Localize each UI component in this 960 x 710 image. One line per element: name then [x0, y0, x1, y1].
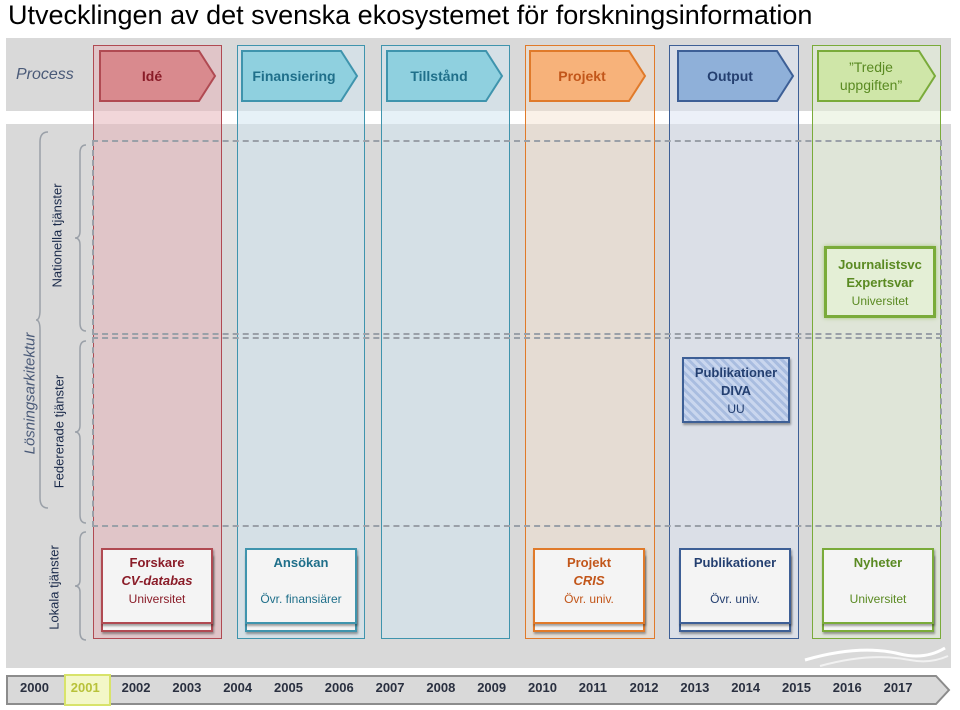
- card-content: Nyheter Universitet: [822, 554, 934, 608]
- timeline-year-2004: 2004: [223, 680, 253, 695]
- process-step-label: Idé: [141, 68, 163, 84]
- card-subtitle: [822, 572, 934, 590]
- row-label-local: Lokala tjänster: [46, 545, 62, 630]
- card-publikationer-diva: Publikationer DIVA UU: [682, 357, 790, 423]
- card-layer-front: [101, 548, 213, 624]
- card-title: Journalistsvc: [838, 257, 922, 272]
- column-tillstand: [381, 45, 510, 639]
- card-subtitle: CRIS: [573, 573, 605, 588]
- row-federated: [92, 337, 942, 527]
- card-title: Publikationer: [694, 365, 778, 380]
- card-title: Projekt: [566, 555, 612, 570]
- card-projekt-cris: Projekt CRIS Övr. univ.: [533, 548, 645, 632]
- column-projekt: [525, 45, 655, 639]
- timeline-year-2013: 2013: [680, 680, 710, 695]
- process-step-label: Finansiering: [252, 68, 336, 84]
- process-step-label: Projekt: [558, 68, 606, 84]
- timeline-highlight: [64, 674, 111, 706]
- card-layer-front: [533, 548, 645, 624]
- timeline-year-2016: 2016: [832, 680, 862, 695]
- card-subtitle: CV-databas: [121, 573, 193, 588]
- timeline-year-2008: 2008: [426, 680, 456, 695]
- card-ansokan: Ansökan Övr. finansiärer: [245, 548, 357, 632]
- process-step-label-line2: uppgiften”: [839, 77, 903, 93]
- process-label: Process: [16, 66, 74, 83]
- timeline-arrow: [6, 675, 951, 705]
- timeline-year-2015: 2015: [782, 680, 811, 695]
- brace-losningsarkitektur: [36, 131, 49, 509]
- decorative-swoosh: [804, 646, 949, 667]
- card-content: Forskare CV-databas Universitet: [101, 554, 213, 608]
- timeline-year-2002: 2002: [121, 680, 151, 695]
- arrow-shape: [241, 50, 359, 102]
- process-step-tredje-uppgiften: ”Tredje uppgiften”: [817, 50, 937, 102]
- timeline-year-2012: 2012: [629, 680, 659, 695]
- card-subtitle: Expertsvar: [846, 275, 914, 290]
- card-title: Nyheter: [853, 555, 903, 570]
- card-title: Ansökan: [273, 555, 329, 570]
- timeline-year-2014: 2014: [731, 680, 761, 695]
- card-layer-front: [822, 548, 934, 624]
- page-title: Utvecklingen av det svenska ekosystemet …: [8, 0, 813, 30]
- card-owner: Universitet: [128, 592, 186, 606]
- row-label-national: Nationella tjänster: [49, 183, 65, 288]
- arrow-shape: [386, 50, 504, 102]
- timeline-year-2010: 2010: [528, 680, 557, 695]
- brace-national: [74, 144, 87, 332]
- card-forskare-cv-databas: Forskare CV-databas Universitet: [101, 548, 213, 632]
- card-content: Projekt CRIS Övr. univ.: [533, 554, 645, 608]
- process-step-tillstand: Tillstånd: [386, 50, 504, 102]
- card-content: Publikationer Övr. univ.: [679, 554, 791, 608]
- card-publikationer: Publikationer Övr. univ.: [679, 548, 791, 632]
- brace-local: [74, 531, 87, 641]
- timeline-year-2005: 2005: [274, 680, 303, 695]
- column-output: [669, 45, 799, 639]
- timeline-year-2017: 2017: [883, 680, 913, 695]
- card-owner: Övr. univ.: [710, 592, 760, 606]
- timeline-year-2011: 2011: [578, 680, 607, 695]
- arrow-shape: [677, 50, 795, 102]
- card-subtitle: [245, 572, 357, 590]
- timeline-year-2009: 2009: [477, 680, 507, 695]
- row-label-federated: Federerade tjänster: [51, 374, 67, 489]
- column-finansiering: [237, 45, 365, 639]
- arrow-shape: [529, 50, 647, 102]
- card-owner: Universitet: [849, 592, 907, 606]
- timeline-year-2007: 2007: [375, 680, 405, 695]
- arrow-shape: [817, 50, 937, 102]
- card-nyheter: Nyheter Universitet: [822, 548, 934, 632]
- brace-federated: [74, 340, 87, 524]
- process-step-finansiering: Finansiering: [241, 50, 359, 102]
- timeline-year-2000: 2000: [20, 680, 49, 695]
- card-owner: Övr. finansiärer: [260, 592, 342, 606]
- process-step-output: Output: [677, 50, 795, 102]
- card-owner: UU: [727, 402, 745, 416]
- arrow-shape: [99, 50, 217, 102]
- card-layer-front: [679, 548, 791, 624]
- process-step-label-line1: ”Tredje: [849, 59, 893, 75]
- card-content: Ansökan Övr. finansiärer: [245, 554, 357, 608]
- timeline-year-2006: 2006: [324, 680, 354, 695]
- timeline-year-2001: 2001: [70, 680, 100, 695]
- card-journalistsvc: Journalistsvc Expertsvar Universitet: [824, 246, 936, 318]
- card-title: Publikationer: [693, 555, 777, 570]
- process-step-ide: Idé: [99, 50, 217, 102]
- card-owner: Universitet: [851, 294, 909, 308]
- process-step-label: Tillstånd: [410, 68, 468, 84]
- card-subtitle: DIVA: [720, 383, 752, 398]
- column-tredje-uppgiften: [812, 45, 941, 639]
- timeline-year-2003: 2003: [172, 680, 202, 695]
- card-layer-front: [245, 548, 357, 624]
- card-owner: Övr. univ.: [564, 592, 614, 606]
- card-title: Forskare: [129, 555, 185, 570]
- process-step-label: Output: [707, 68, 753, 84]
- row-national: [92, 140, 942, 335]
- process-step-projekt: Projekt: [529, 50, 647, 102]
- card-subtitle: [679, 572, 791, 590]
